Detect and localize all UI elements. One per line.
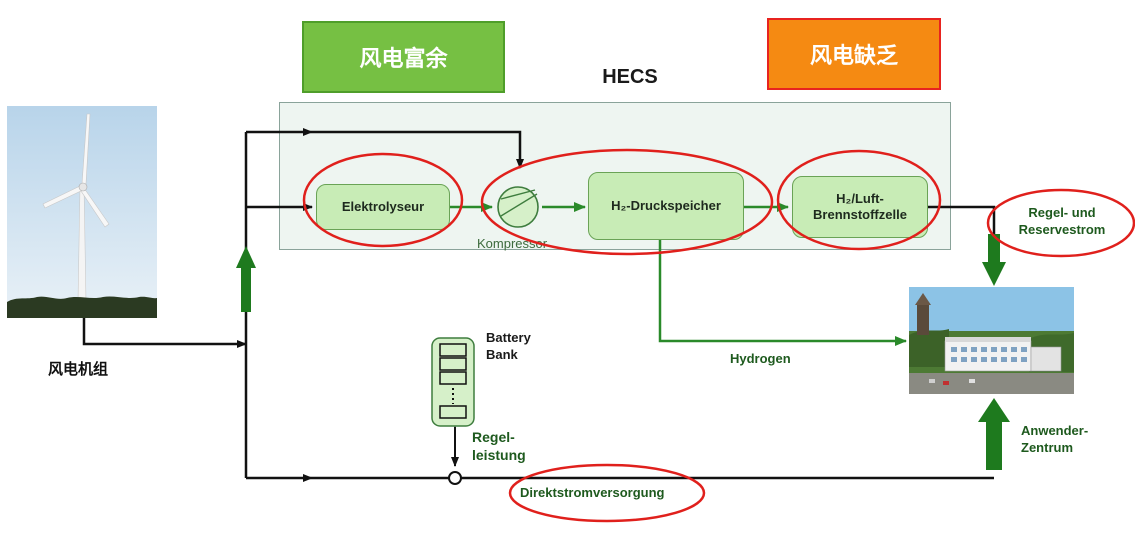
direct-supply-highlight: [508, 463, 706, 523]
control-label-line1: Regel-: [472, 429, 515, 445]
fuel-cell-label-line2: Brennstoffzelle: [813, 207, 907, 222]
compressor-icon: [497, 186, 539, 228]
turbine-feed-line: [82, 318, 247, 348]
compressor-feed-line: [312, 130, 524, 169]
fuel-cell-box: H₂/Luft- Brennstoffzelle: [792, 176, 928, 238]
storage-tank-box: H₂-Druckspeicher: [588, 172, 744, 240]
user-label-line1: Anwender-: [1021, 423, 1089, 438]
battery-bank-label: Battery Bank: [486, 330, 531, 364]
reserve-label-line1: Regel- und: [1028, 205, 1096, 220]
hydrogen-supply-arrow: [658, 240, 907, 346]
compressor-storage-highlight: [480, 148, 774, 256]
system-title: HECS: [602, 66, 658, 88]
reserve-power-highlight: [986, 188, 1135, 258]
direct-supply-label: Direktstromversorgung: [520, 485, 665, 500]
battery-label-line1: Battery: [486, 330, 531, 345]
fuel-cell-label-line1: H₂/Luft-: [836, 190, 884, 206]
reserve-power-label: Regel- und Reservestrom: [1000, 205, 1124, 239]
wind-turbine-label: 风电机组: [48, 360, 109, 378]
user-center-photo: [909, 287, 1074, 394]
hydrogen-label: Hydrogen: [730, 351, 791, 366]
electrolyzer-highlight: [302, 152, 464, 248]
power-down-arrow-reserve: [982, 234, 1006, 286]
wind-turbine-photo: [7, 106, 157, 318]
battery-junction-node: [448, 471, 462, 485]
fuel-cell-highlight: [776, 149, 942, 251]
battery-bank-icon: [431, 337, 475, 427]
shortage-banner: 风电缺乏: [767, 18, 941, 90]
electrolyzer-box: Elektrolyseur: [316, 184, 450, 230]
power-up-arrow-user: [978, 398, 1010, 470]
user-center-label: Anwender- Zentrum: [1021, 423, 1088, 457]
user-label-line2: Zentrum: [1021, 439, 1073, 455]
battery-label-line2: Bank: [486, 346, 518, 362]
power-up-arrow-bus: [236, 246, 256, 312]
surplus-banner: 风电富余: [302, 21, 505, 93]
reserve-label-line2: Reservestrom: [1018, 221, 1106, 237]
control-power-label: Regel- leistung: [472, 428, 526, 464]
control-label-line2: leistung: [472, 447, 526, 464]
